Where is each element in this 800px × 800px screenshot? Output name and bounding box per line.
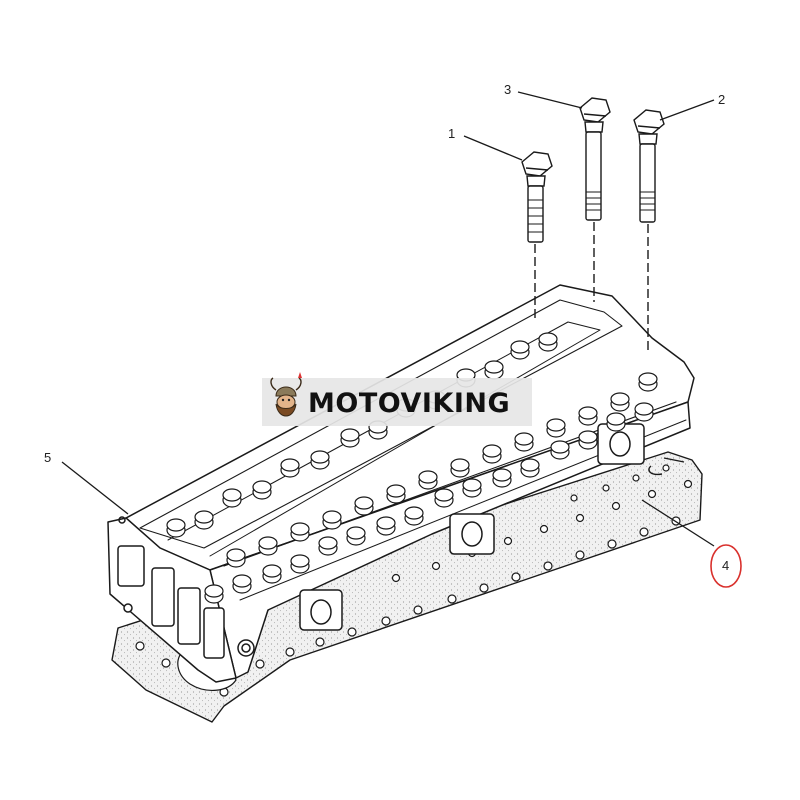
callout-4: 4 [710, 544, 742, 588]
callout-1: 1 [448, 126, 455, 141]
svg-text:4: 4 [722, 558, 729, 573]
callout-5: 5 [44, 450, 51, 465]
cylinder-head [107, 284, 695, 683]
bolt-2 [633, 109, 665, 352]
callout-2: 2 [718, 92, 725, 107]
watermark-text: MOTOVIKING [308, 388, 510, 419]
valve-bosses [166, 332, 658, 604]
leader-lines [61, 91, 715, 547]
viking-logo [270, 372, 302, 417]
svg-text:5: 5 [44, 450, 51, 465]
svg-text:2: 2 [718, 92, 725, 107]
svg-text:1: 1 [448, 126, 455, 141]
bolt-3 [579, 97, 611, 302]
bolt-1 [521, 151, 553, 320]
callout-3: 3 [504, 82, 511, 97]
watermark: MOTOVIKING [262, 372, 532, 426]
callout-4-highlight-ring [710, 544, 742, 588]
svg-text:3: 3 [504, 82, 511, 97]
